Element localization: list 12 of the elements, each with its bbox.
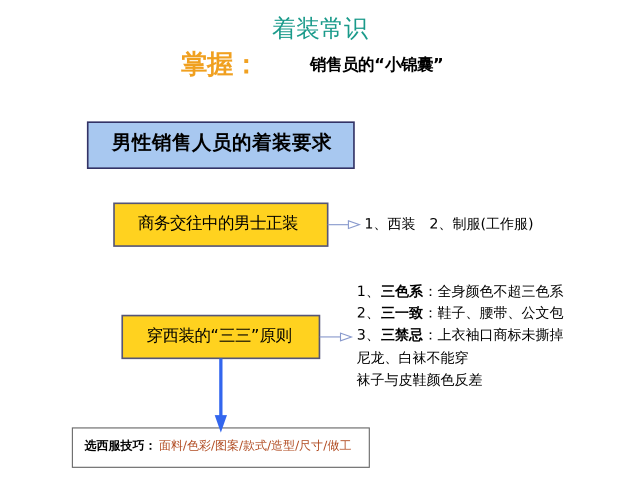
arrow [214,358,227,433]
diagram-title: 着装常识 [272,14,368,42]
node-box: 穿西装的“三三”原则 [121,314,320,360]
node-text: 1、西装 2、制服(工作服) [364,216,534,232]
node-text: 1、三色系：全身颜色不超三色系 2、三一致：鞋子、腰带、公文包 3、三禁忌：上衣袖口商标未撕掉 尼龙、白袜不能穿 袜子与皮鞋颜色反差 [356,284,564,389]
node-box: 选西服技巧： 面料/色彩/图案/款式/造型/尺寸/做工 [72,427,370,468]
node-box: 商务交往中的男士正装 [113,202,328,247]
label: 销售员的“小锦囊” [310,55,444,74]
arrow [328,220,362,230]
arrow [320,332,354,342]
node-box: 男性销售人员的着装要求 [86,121,355,170]
label: 掌握： [180,50,259,80]
